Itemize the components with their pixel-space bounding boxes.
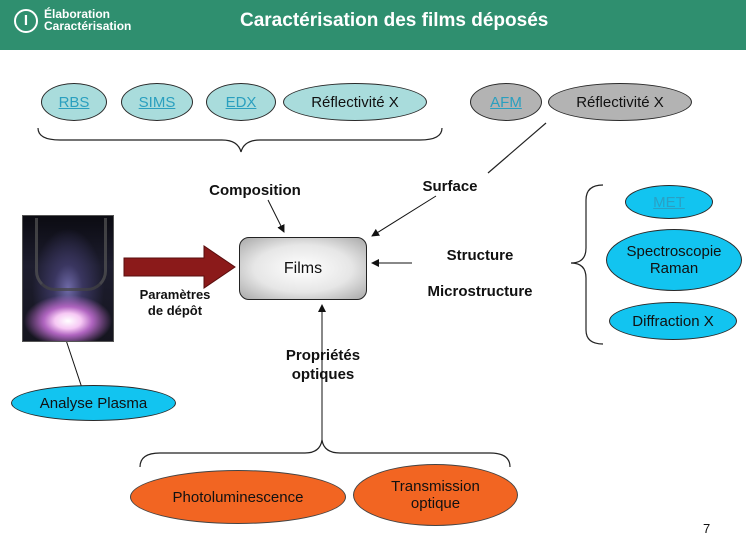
films-box: Films	[239, 237, 367, 300]
photoluminescence-oval: Photoluminescence	[130, 470, 346, 524]
met-oval[interactable]: MET	[625, 185, 713, 219]
plasma-photo	[22, 215, 114, 342]
optics-brace	[139, 439, 511, 468]
plasma-analysis-label: Analyse Plasma	[39, 394, 148, 412]
reflectivity-surface-oval: Réflectivité X	[548, 83, 692, 121]
section-label-line1: Élaboration	[44, 7, 111, 21]
section-label: Élaboration Caractérisation	[44, 8, 131, 32]
edx-oval[interactable]: EDX	[206, 83, 276, 121]
rbs-link[interactable]: RBS	[58, 93, 90, 111]
surface-connector	[487, 122, 547, 174]
plasma-chamber-rim	[35, 218, 107, 291]
deposition-label-line1: Paramètres	[139, 287, 211, 302]
slide-title: Caractérisation des films déposés	[240, 10, 549, 31]
surface-arrow	[371, 195, 437, 237]
optics-label-line1: Propriétés	[285, 347, 361, 364]
transmission-oval: Transmission optique	[353, 464, 518, 526]
films-label: Films	[283, 259, 323, 277]
section-label-line2: Caractérisation	[44, 19, 132, 33]
raman-label: Spectroscopie Raman	[626, 243, 722, 277]
composition-brace	[37, 127, 443, 153]
edx-link[interactable]: EDX	[225, 93, 257, 111]
structure-brace	[570, 184, 604, 345]
diffraction-oval: Diffraction X	[609, 302, 737, 340]
reflectivity-composition-label: Réflectivité X	[311, 93, 399, 111]
transmission-label: Transmission optique	[391, 478, 480, 512]
composition-arrow	[267, 199, 285, 233]
raman-oval: Spectroscopie Raman	[606, 229, 742, 291]
reflectivity-composition-oval: Réflectivité X	[283, 83, 427, 121]
afm-link[interactable]: AFM	[490, 93, 522, 111]
optics-label: Propriétés optiques	[258, 346, 388, 384]
structure-label: Structure	[446, 247, 514, 264]
deposition-label-line2: de dépôt	[147, 303, 203, 318]
optics-label-line2: optiques	[291, 366, 355, 383]
plasma-analysis-oval: Analyse Plasma	[11, 385, 176, 421]
met-link[interactable]: MET	[653, 193, 685, 211]
section-badge: I	[14, 9, 38, 33]
deposition-arrow	[123, 245, 236, 289]
microstructure-label: Microstructure	[427, 283, 533, 300]
reflectivity-surface-label: Réflectivité X	[576, 93, 664, 111]
deposition-label: Paramètres de dépôt	[120, 287, 230, 319]
plasma-connector	[65, 339, 83, 389]
surface-label: Surface	[422, 178, 478, 195]
sims-link[interactable]: SIMS	[138, 93, 176, 111]
header-bar: I Élaboration Caractérisation Caractéris…	[0, 0, 746, 50]
diffraction-label: Diffraction X	[632, 312, 714, 330]
photoluminescence-label: Photoluminescence	[172, 488, 304, 506]
rbs-oval[interactable]: RBS	[41, 83, 107, 121]
afm-oval[interactable]: AFM	[470, 83, 542, 121]
sims-oval[interactable]: SIMS	[121, 83, 193, 121]
composition-label: Composition	[209, 182, 301, 199]
page-number: 7	[703, 521, 711, 536]
